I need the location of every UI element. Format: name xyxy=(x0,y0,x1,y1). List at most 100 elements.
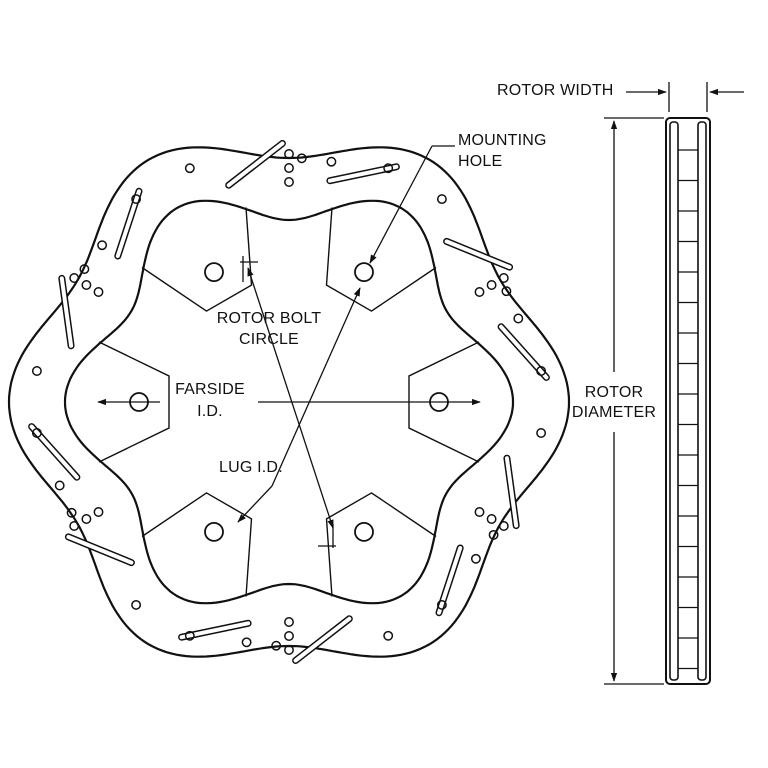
drill-hole xyxy=(81,514,92,524)
rotor-diameter-label-line2: DIAMETER xyxy=(571,404,657,421)
slot xyxy=(64,533,135,567)
drill-hole xyxy=(498,521,509,531)
slot-inner xyxy=(327,164,399,183)
rotor-bolt-circle-label-line2: CIRCLE xyxy=(239,331,299,348)
drill-hole xyxy=(81,280,92,290)
drill-hole xyxy=(131,194,142,205)
slot-inner xyxy=(115,189,141,258)
drill-hole xyxy=(383,630,394,641)
rotor-face xyxy=(7,140,571,664)
mounting-tab xyxy=(325,207,437,312)
drill-hole xyxy=(97,240,108,251)
rotor-bolt-circle-label-line1: ROTOR BOLT xyxy=(216,310,322,327)
rotor-drill-holes xyxy=(31,149,547,655)
slot xyxy=(435,544,464,617)
mounting-tab xyxy=(98,341,170,463)
side-view-plate-left xyxy=(669,121,679,681)
drill-hole xyxy=(284,149,294,159)
mounting-hole-label-line1: MOUNTING xyxy=(458,132,547,149)
slot-inner xyxy=(293,616,352,663)
drill-hole xyxy=(470,553,481,564)
drill-hole xyxy=(326,156,337,167)
mounting-hole xyxy=(204,262,224,283)
slot xyxy=(503,454,520,530)
drill-hole xyxy=(296,153,307,164)
drill-hole xyxy=(284,163,294,173)
drill-hole xyxy=(436,599,447,610)
bolt-circle-line xyxy=(247,267,334,529)
drill-hole xyxy=(66,507,77,518)
slot-inner xyxy=(437,546,463,615)
drill-hole xyxy=(474,507,485,517)
slot-inner xyxy=(499,324,549,380)
drill-hole xyxy=(383,163,394,174)
slot xyxy=(443,237,514,271)
drill-hole xyxy=(93,287,104,297)
drill-hole xyxy=(284,177,294,187)
mounting-hole xyxy=(354,522,374,542)
drill-hole xyxy=(501,286,512,297)
drill-hole xyxy=(184,163,195,174)
farside-id-label-line1: FARSIDE xyxy=(175,381,245,398)
drill-hole xyxy=(241,637,252,648)
drill-hole xyxy=(486,514,497,524)
drill-hole xyxy=(536,428,547,438)
rotor-inner-edge xyxy=(63,199,515,605)
slot xyxy=(114,187,143,260)
side-view-vanes xyxy=(678,149,698,670)
drill-hole xyxy=(536,366,547,376)
mounting-hole xyxy=(354,262,374,283)
drill-hole xyxy=(69,273,80,283)
drill-hole xyxy=(474,287,485,297)
drill-hole xyxy=(271,640,282,651)
slot xyxy=(225,140,286,189)
mounting-tab xyxy=(141,207,253,312)
rotor-diameter-label-line1: ROTOR xyxy=(584,384,644,401)
drill-hole xyxy=(31,428,42,438)
slot-inner xyxy=(179,621,251,640)
side-view-plate-right xyxy=(697,121,707,681)
drill-hole xyxy=(184,630,195,641)
slot xyxy=(58,274,75,350)
drill-hole xyxy=(69,521,80,531)
rotor-slots xyxy=(28,140,550,664)
slot xyxy=(292,615,353,664)
slot-inner xyxy=(29,424,79,480)
lug-id-label: LUG I.D. xyxy=(219,459,283,476)
rotor-width-label: ROTOR WIDTH xyxy=(497,82,614,99)
slot-inner xyxy=(66,534,134,565)
drill-hole xyxy=(79,264,90,275)
slot-inner xyxy=(59,276,74,348)
drill-hole xyxy=(436,194,447,205)
slot-inner xyxy=(444,239,512,270)
drill-hole xyxy=(54,480,65,491)
lug-id-line xyxy=(237,485,273,523)
drill-hole xyxy=(284,645,294,655)
rotor-side-view xyxy=(665,117,711,685)
slot xyxy=(497,323,550,381)
slot xyxy=(28,423,81,481)
slot xyxy=(326,163,400,185)
slot-inner xyxy=(504,456,519,528)
mounting-hole-leader-diag xyxy=(369,145,433,264)
mounting-hole xyxy=(204,522,224,542)
drill-hole xyxy=(513,313,524,324)
farside-id-label-line2: I.D. xyxy=(197,403,223,420)
drill-hole xyxy=(284,631,294,641)
drill-hole xyxy=(488,529,499,540)
drill-hole xyxy=(93,507,104,517)
drill-hole xyxy=(31,366,42,376)
side-view-outer xyxy=(665,117,711,685)
mounting-hole-label-line2: HOLE xyxy=(458,153,503,170)
slot-inner xyxy=(226,141,285,188)
drill-hole xyxy=(284,617,294,627)
drill-hole xyxy=(131,599,142,610)
drill-hole xyxy=(486,280,497,290)
mounting-tab xyxy=(325,492,437,597)
drill-hole xyxy=(498,273,509,283)
rotor-outer-edge xyxy=(7,146,571,658)
dimension-lines xyxy=(97,82,744,685)
mounting-tab xyxy=(141,492,253,597)
slot xyxy=(178,619,252,641)
